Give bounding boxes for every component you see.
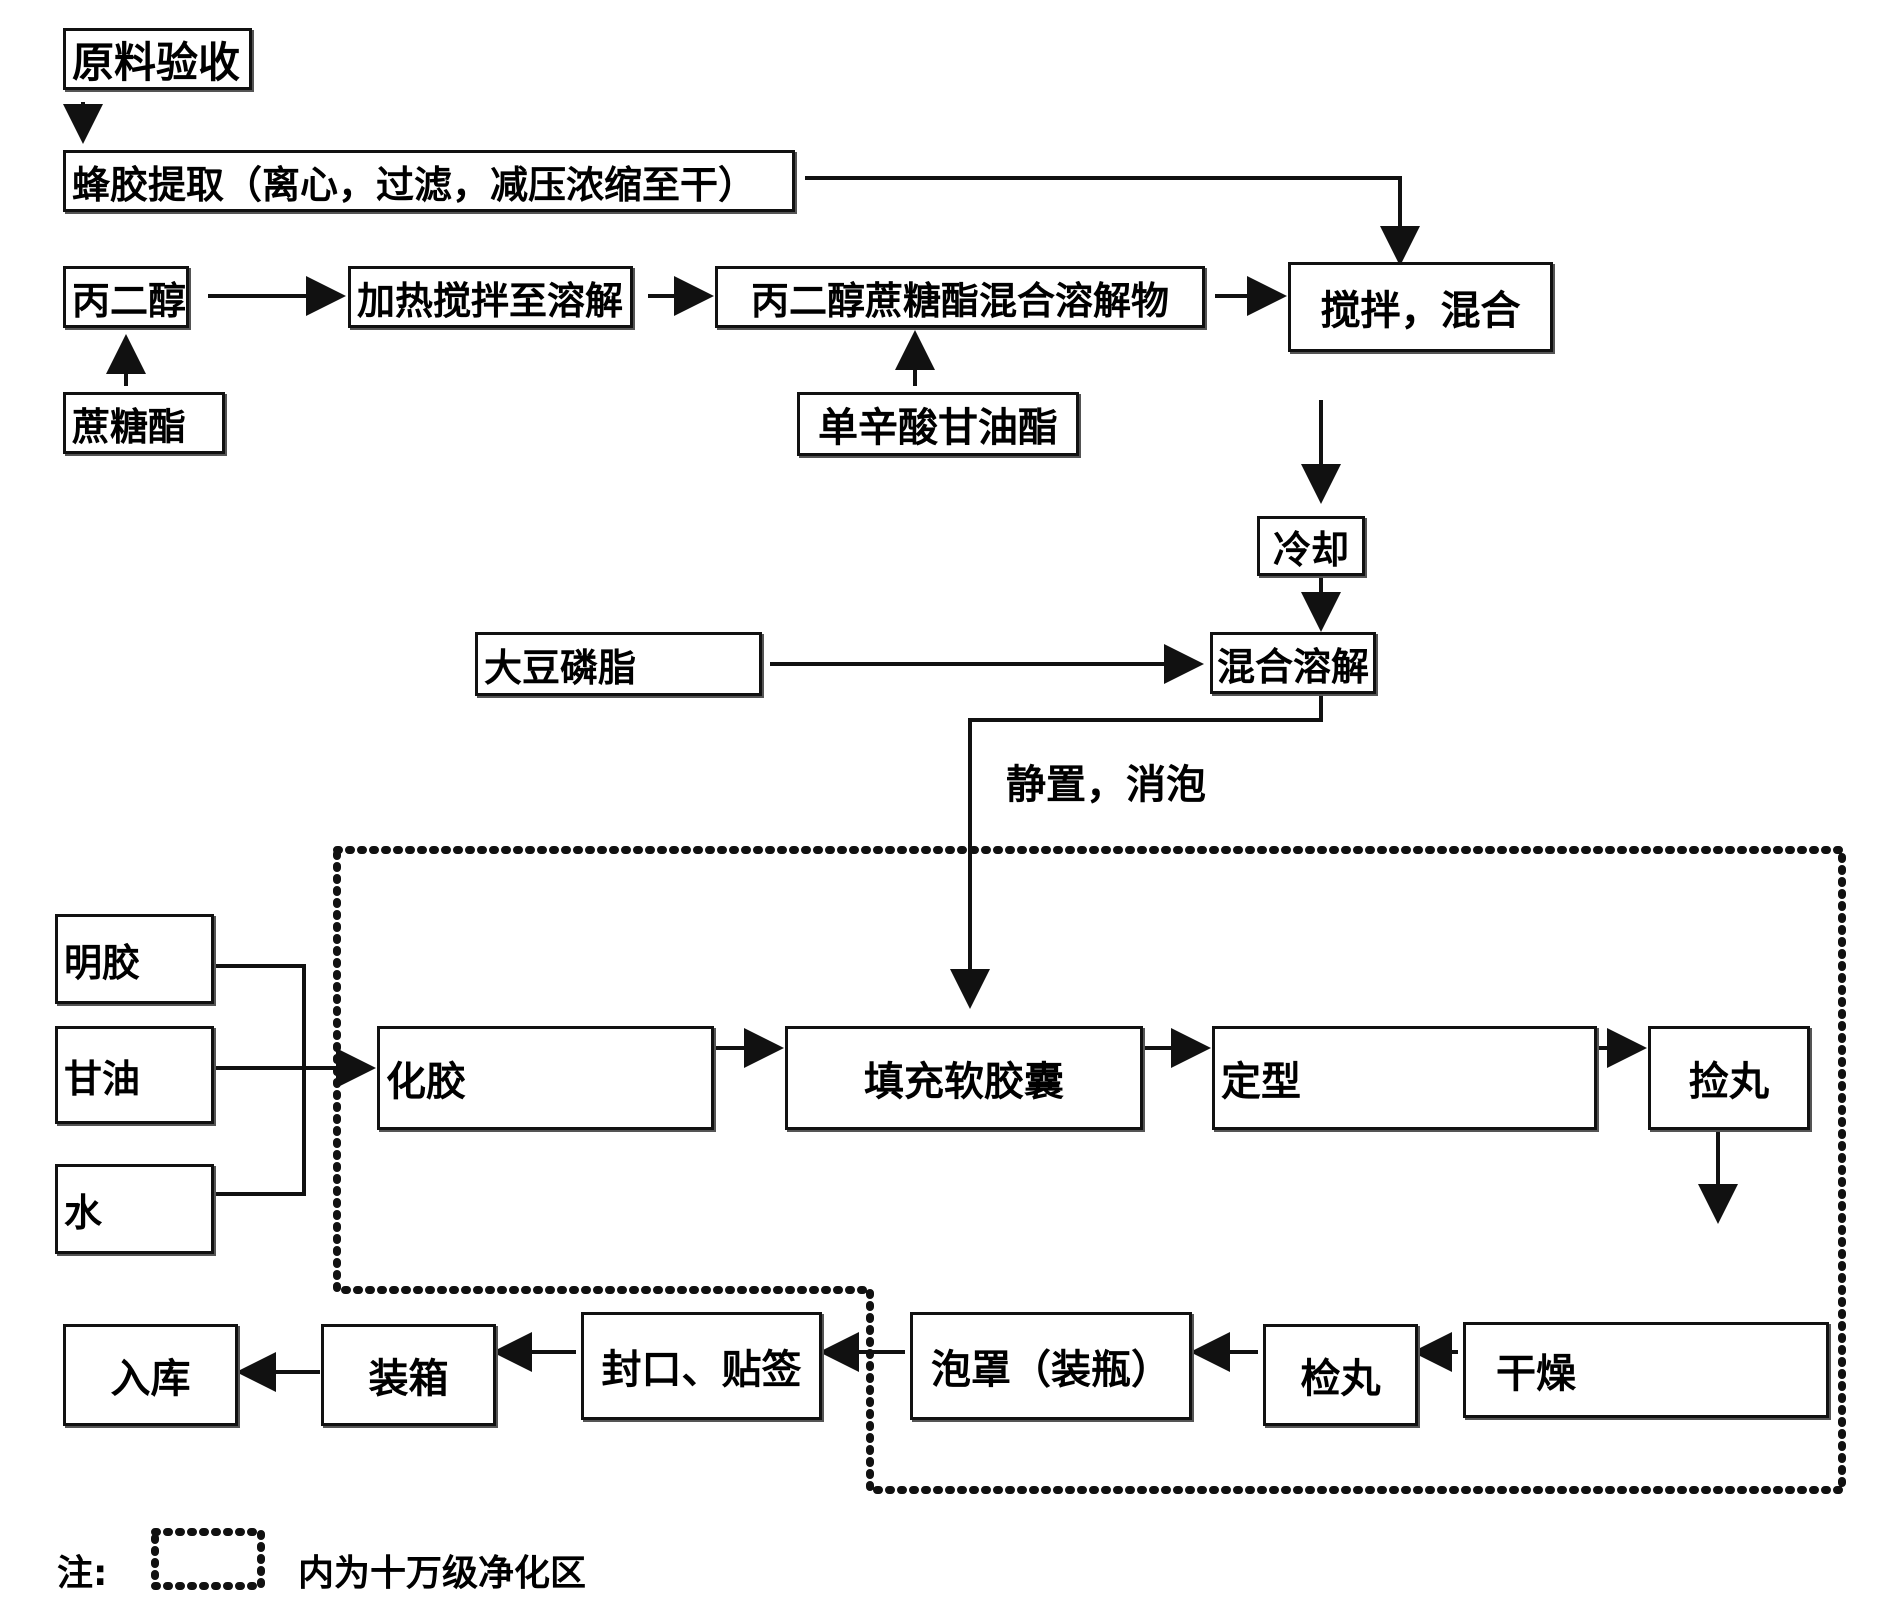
node-shaping: 定型 <box>1212 1026 1597 1130</box>
node-mix-dissolve: 混合溶解 <box>1210 632 1376 694</box>
arrow-dissolve-to-fill <box>950 694 1323 1009</box>
node-gelatin: 明胶 <box>55 914 214 1004</box>
node-pill-inspection: 检丸 <box>1263 1324 1418 1426</box>
node-fill-softgel: 填充软胶囊 <box>785 1026 1143 1130</box>
node-boxing: 装箱 <box>321 1324 496 1426</box>
node-cooling: 冷却 <box>1257 516 1365 576</box>
node-blister-bottling: 泡罩（装瓶） <box>910 1312 1192 1420</box>
label-settle-defoam: 静置，消泡 <box>1006 762 1206 808</box>
node-heat-stir-dissolve: 加热搅拌至溶解 <box>348 266 633 328</box>
node-warehousing: 入库 <box>63 1324 238 1426</box>
arrow-extraction-to-stir-mix <box>805 176 1420 266</box>
node-seal-label: 封口、贴签 <box>581 1312 822 1420</box>
legend-dotted-sample <box>151 1528 265 1590</box>
node-glyceryl-monocaprylate: 单辛酸甘油酯 <box>797 392 1079 456</box>
node-soy-lecithin: 大豆磷脂 <box>475 632 762 696</box>
node-pg-sucrose-mix: 丙二醇蔗糖酯混合溶解物 <box>715 266 1205 328</box>
node-sucrose-ester: 蔗糖酯 <box>63 392 225 454</box>
node-propolis-extraction: 蜂胶提取（离心，过滤，减压浓缩至干） <box>63 150 795 212</box>
node-raw-acceptance: 原料验收 <box>63 28 252 90</box>
node-propylene-glycol: 丙二醇 <box>63 266 189 328</box>
node-water: 水 <box>55 1164 214 1254</box>
legend-note-prefix: 注: <box>57 1553 108 1594</box>
node-glycerin: 甘油 <box>55 1026 214 1124</box>
node-pill-picking: 捡丸 <box>1648 1026 1810 1130</box>
node-stir-mix: 搅拌，混合 <box>1288 262 1553 352</box>
node-gel-melting: 化胶 <box>377 1026 714 1130</box>
bracket-gelatin <box>214 964 306 1196</box>
legend-note-text: 内为十万级净化区 <box>298 1553 587 1594</box>
clean-zone-boundary <box>333 846 1846 1494</box>
node-drying: 干燥 <box>1463 1322 1829 1418</box>
